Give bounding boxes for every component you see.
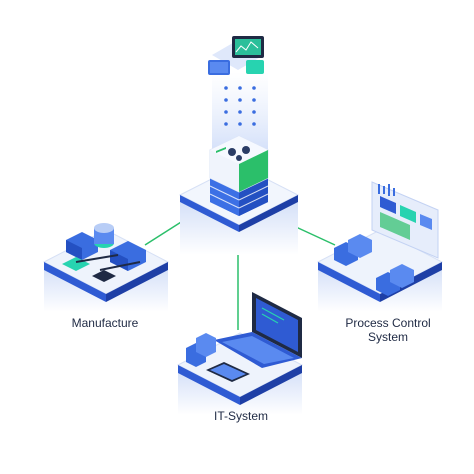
server-rack-icon xyxy=(186,333,250,382)
monitor-icon xyxy=(208,36,268,192)
process-control-label-line1: Process Control xyxy=(345,316,431,330)
dashboard-panel-icon xyxy=(371,181,439,259)
hub-logo xyxy=(228,146,250,161)
process-control-label-line2: System xyxy=(367,330,408,344)
laptop-icon xyxy=(214,292,302,368)
process-control-label: Process Control System xyxy=(318,316,458,344)
factory-icon xyxy=(62,223,146,282)
server-rack-icon xyxy=(334,234,414,296)
manufacture-label: Manufacture xyxy=(71,316,139,330)
it-system-label: IT-System xyxy=(213,409,268,423)
hub-server-icon xyxy=(209,135,269,216)
